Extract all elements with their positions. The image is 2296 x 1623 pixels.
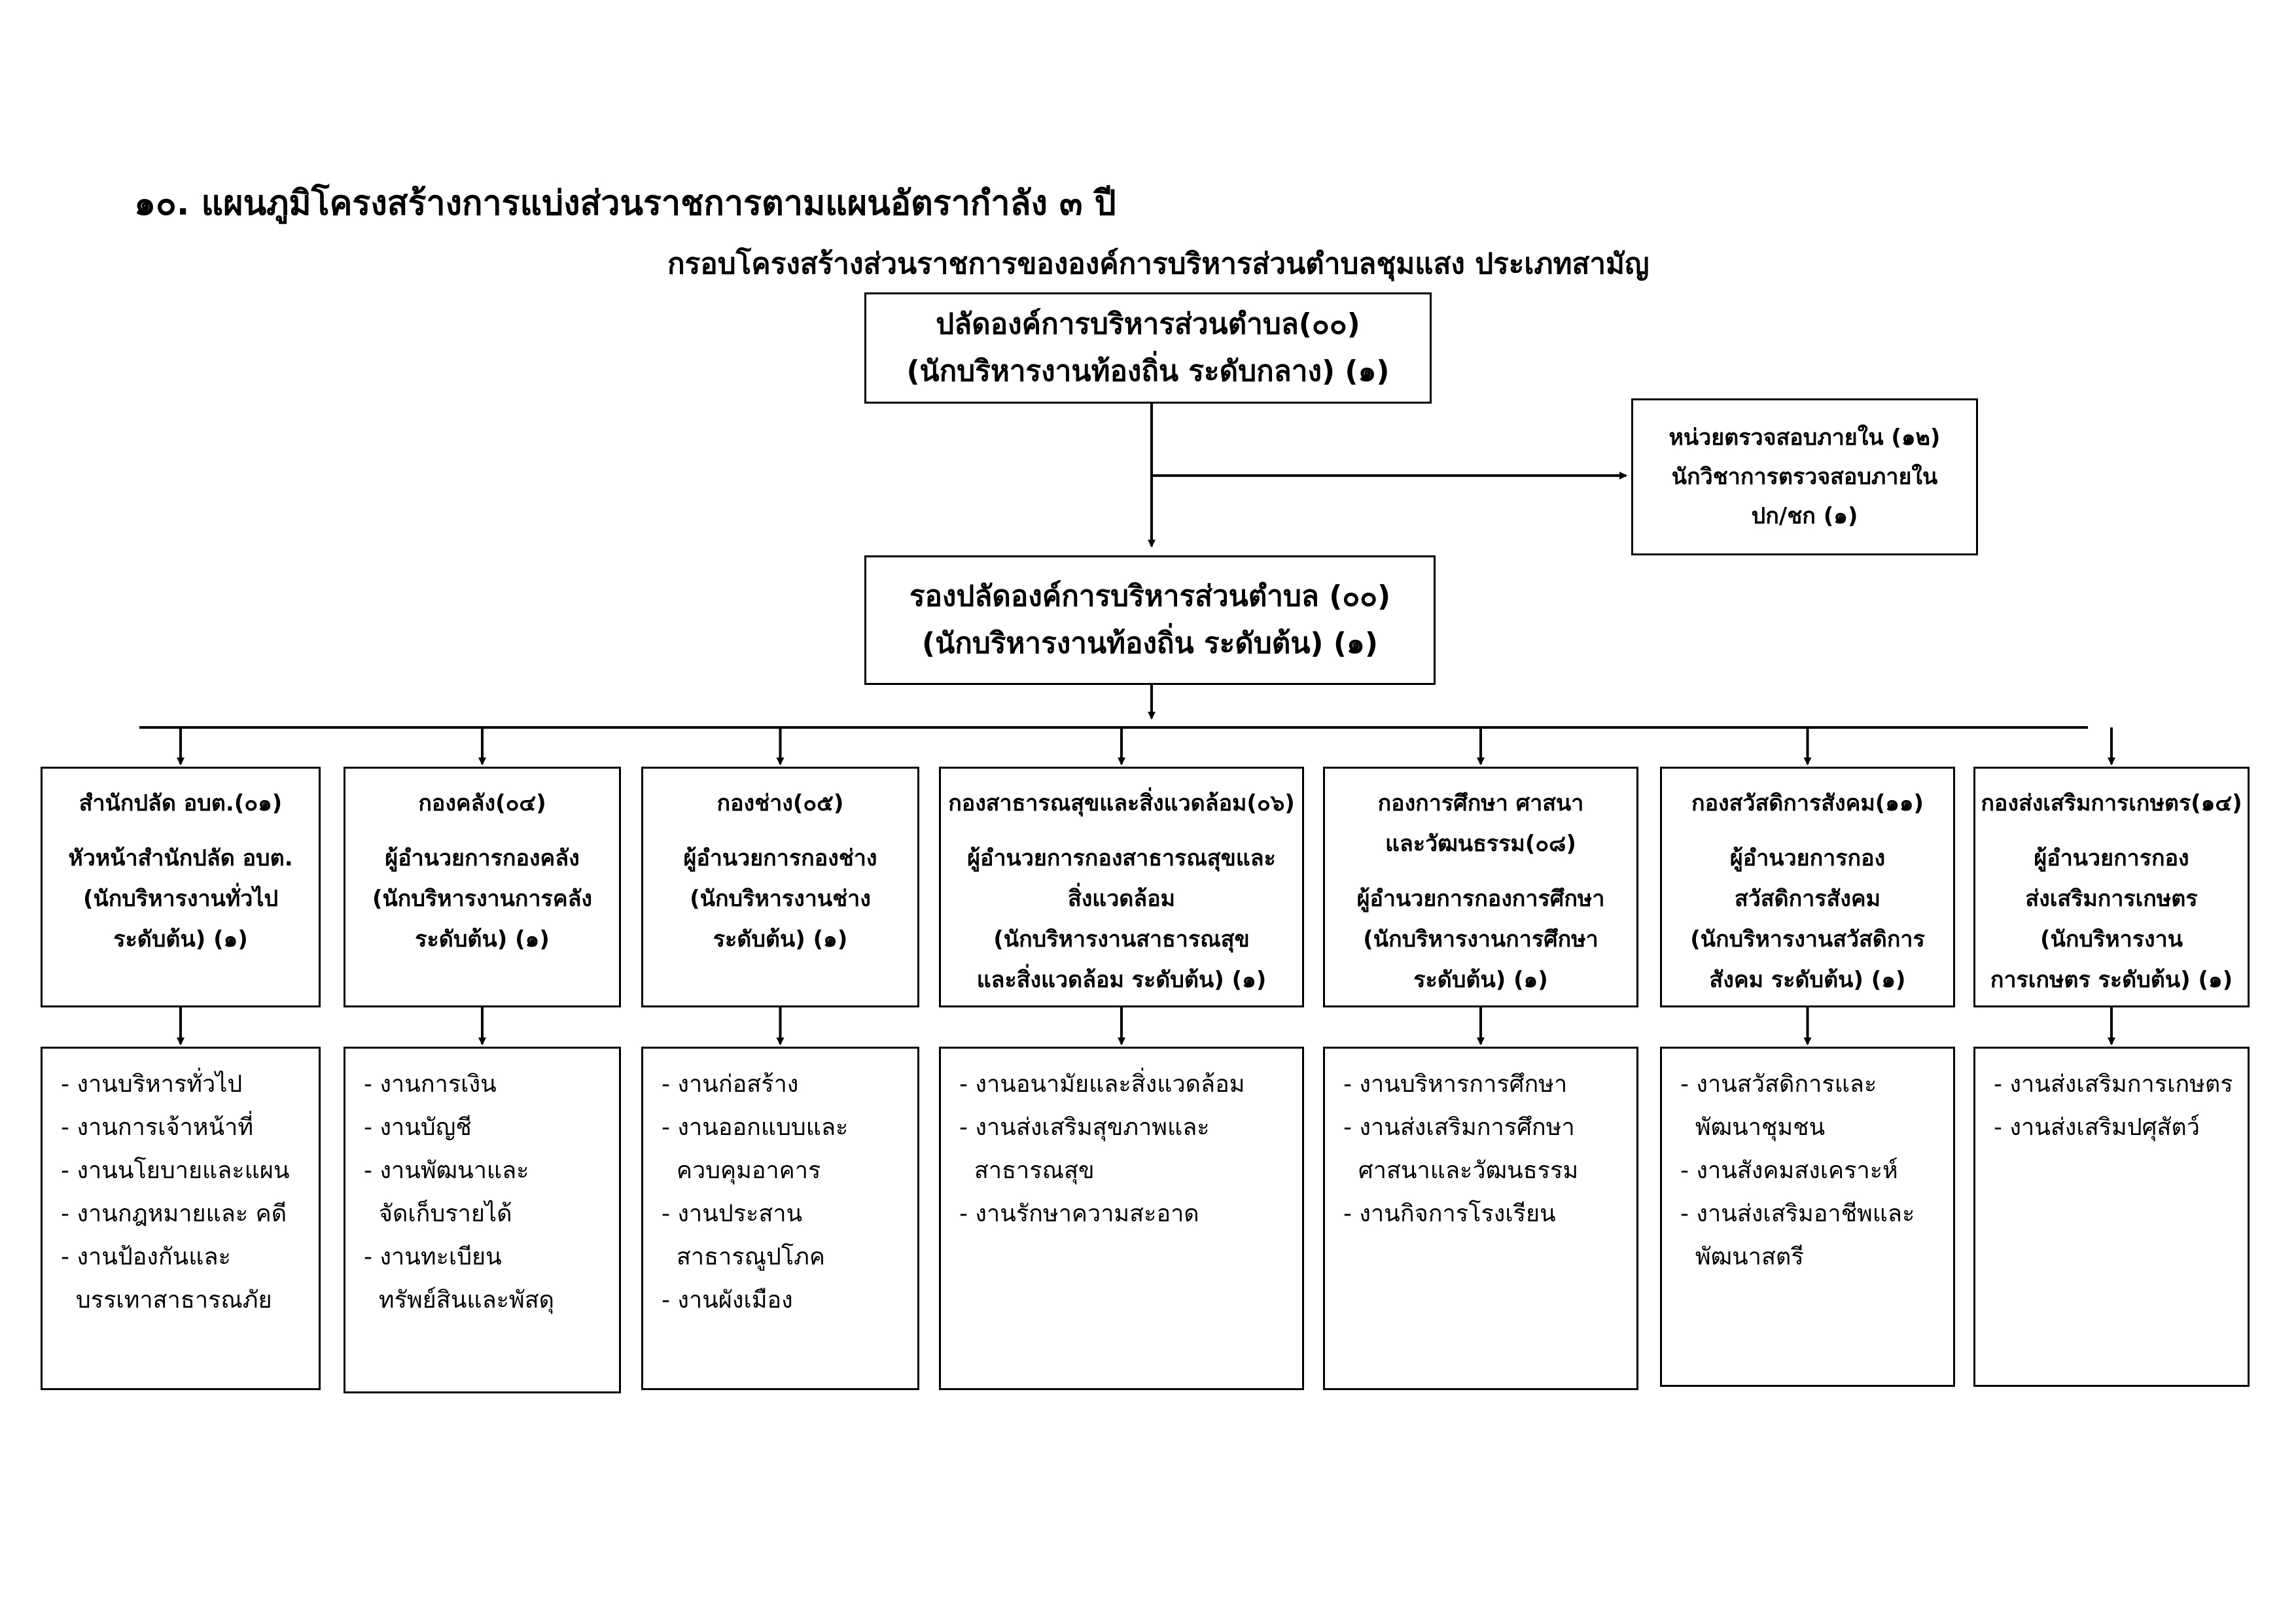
division-name: กองคลัง(๐๔) xyxy=(418,790,546,816)
division-head: ผู้อำนวยการกองสาธารณสุขและ xyxy=(967,845,1276,871)
division-head: สังคม ระดับต้น) (๑) xyxy=(1709,967,1906,993)
task-item: - งานนโยบายและแผน xyxy=(61,1157,290,1184)
division-name: กองส่งเสริมการเกษตร(๑๔) xyxy=(1981,790,2242,816)
division-name: และวัฒนธรรม(๐๘) xyxy=(1385,831,1576,857)
task-item: - งานสังคมสงเคราะห์ xyxy=(1680,1157,1898,1184)
division-head: ส่งเสริมการเกษตร xyxy=(2025,886,2198,912)
task-item: พัฒนาสตรี xyxy=(1680,1244,1804,1270)
division-box: กองส่งเสริมการเกษตร(๑๔) ผู้อำนวยการกองส่ง… xyxy=(1973,767,2250,1007)
spacer xyxy=(941,824,1302,838)
division-box: กองสวัสดิการสังคม(๑๑) ผู้อำนวยการกองสวัสด… xyxy=(1660,767,1955,1007)
task-item: - งานพัฒนาและ xyxy=(364,1157,529,1184)
division-head: ผู้อำนวยการกอง xyxy=(2034,845,2189,871)
task-item: พัฒนาชุมชน xyxy=(1680,1114,1826,1141)
division-name: สำนักปลัด อบต.(๐๑) xyxy=(79,790,283,816)
division-head: ผู้อำนวยการกองช่าง xyxy=(683,845,877,871)
task-item: - งานส่งเสริมอาชีพและ xyxy=(1680,1200,1915,1227)
task-item: - งานส่งเสริมการศึกษา xyxy=(1343,1114,1575,1141)
task-list-box: - งานส่งเสริมการเกษตร - งานส่งเสริมปศุสัต… xyxy=(1973,1047,2250,1387)
division-name: กองสาธารณสุขและสิ่งแวดล้อม(๐๖) xyxy=(948,790,1295,816)
division-box: สำนักปลัด อบต.(๐๑) หัวหน้าสำนักปลัด อบต. (… xyxy=(41,767,321,1007)
division-head: ผู้อำนวยการกองการศึกษา xyxy=(1356,886,1605,912)
task-item: - งานประสาน xyxy=(662,1200,803,1227)
spacer xyxy=(1975,824,2248,838)
top-box: ปลัดองค์การบริหารส่วนตำบล(๐๐) (นักบริหาร… xyxy=(864,292,1432,404)
division-head: (นักบริหารงาน xyxy=(2040,926,2183,952)
task-item: - งานส่งเสริมการเกษตร xyxy=(1994,1071,2233,1098)
division-head: สิ่งแวดล้อม xyxy=(1067,886,1176,912)
audit-box-title: หน่วยตรวจสอบภายใน (๑๒) xyxy=(1669,425,1941,451)
division-head: ระดับต้น) (๑) xyxy=(113,926,248,952)
task-item: ทรัพย์สินและพัสดุ xyxy=(364,1287,555,1314)
page-subtitle: กรอบโครงสร้างส่วนราชการขององค์การบริหารส… xyxy=(667,247,1650,281)
task-item: - งานสวัสดิการและ xyxy=(1680,1071,1877,1098)
task-item: - งานบริหารทั่วไป xyxy=(61,1071,243,1098)
task-item: - งานการเจ้าหน้าที่ xyxy=(61,1114,254,1141)
task-item: - งานป้องกันและ xyxy=(61,1244,231,1270)
division-head: ระดับต้น) (๑) xyxy=(713,926,848,952)
task-item: - งานกฎหมายและ คดี xyxy=(61,1200,287,1227)
task-list-box: - งานก่อสร้าง - งานออกแบบและ ควบคุมอาคาร -… xyxy=(641,1047,919,1390)
spacer xyxy=(43,824,319,838)
task-item: - งานส่งเสริมสุขภาพและ xyxy=(959,1114,1210,1141)
spacer xyxy=(1325,864,1636,879)
task-list-box: - งานบริหารการศึกษา - งานส่งเสริมการศึกษา… xyxy=(1323,1047,1638,1390)
task-item: - งานกิจการโรงเรียน xyxy=(1343,1200,1556,1227)
task-item: - งานการเงิน xyxy=(364,1071,497,1098)
division-name: กองช่าง(๐๕) xyxy=(716,790,844,816)
deputy-box-title: รองปลัดองค์การบริหารส่วนตำบล (๐๐) xyxy=(909,580,1391,613)
task-item: - งานทะเบียน xyxy=(364,1244,502,1270)
division-box: กองช่าง(๐๕) ผู้อำนวยการกองช่าง (นักบริหารง… xyxy=(641,767,919,1007)
spacer xyxy=(643,824,917,838)
division-head: (นักบริหารงานการคลัง xyxy=(372,886,593,912)
division-name: กองสวัสดิการสังคม(๑๑) xyxy=(1691,790,1924,816)
division-head: ผู้อำนวยการกองคลัง xyxy=(385,845,580,871)
task-item: - งานบริหารการศึกษา xyxy=(1343,1071,1568,1098)
task-list-box: - งานบริหารทั่วไป - งานการเจ้าหน้าที่ - งา… xyxy=(41,1047,321,1390)
top-box-position: (นักบริหารงานท้องถิ่น ระดับกลาง) (๑) xyxy=(906,355,1390,388)
task-item: - งานรักษาความสะอาด xyxy=(959,1200,1199,1227)
audit-box-level: ปก/ชก (๑) xyxy=(1751,503,1858,529)
task-item: - งานส่งเสริมปศุสัตว์ xyxy=(1994,1114,2200,1141)
spacer xyxy=(345,824,619,838)
task-item: - งานออกแบบและ xyxy=(662,1114,849,1141)
audit-box: หน่วยตรวจสอบภายใน (๑๒) นักวิชาการตรวจสอบ… xyxy=(1631,398,1978,555)
task-item: จัดเก็บรายได้ xyxy=(364,1200,512,1227)
division-head: (นักบริหารงานทั่วไป xyxy=(82,886,279,912)
division-head: (นักบริหารงานช่าง xyxy=(690,886,871,912)
division-head: และสิ่งแวดล้อม ระดับต้น) (๑) xyxy=(976,967,1267,993)
division-head: (นักบริหารงานสวัสดิการ xyxy=(1690,926,1925,952)
division-head: หัวหน้าสำนักปลัด อบต. xyxy=(68,845,293,871)
task-list-box: - งานสวัสดิการและ พัฒนาชุมชน - งานสังคมสง… xyxy=(1660,1047,1955,1387)
top-box-title: ปลัดองค์การบริหารส่วนตำบล(๐๐) xyxy=(936,307,1360,341)
division-head: สวัสดิการสังคม xyxy=(1734,886,1881,912)
page-title: ๑๐. แผนภูมิโครงสร้างการแบ่งส่วนราชการตาม… xyxy=(134,184,1116,223)
task-item: - งานบัญชี xyxy=(364,1114,472,1141)
division-box: กองการศึกษา ศาสนาและวัฒนธรรม(๐๘) ผู้อำนวย… xyxy=(1323,767,1638,1007)
audit-box-position: นักวิชาการตรวจสอบภายใน xyxy=(1671,464,1938,490)
division-head: ระดับต้น) (๑) xyxy=(1413,967,1548,993)
division-box: กองสาธารณสุขและสิ่งแวดล้อม(๐๖) ผู้อำนวยกา… xyxy=(939,767,1304,1007)
division-head: ผู้อำนวยการกอง xyxy=(1729,845,1886,871)
task-list-box: - งานอนามัยและสิ่งแวดล้อม - งานส่งเสริมสุ… xyxy=(939,1047,1304,1390)
task-item: ควบคุมอาคาร xyxy=(662,1157,821,1184)
task-list-box: - งานการเงิน - งานบัญชี - งานพัฒนาและ จัดเ… xyxy=(344,1047,621,1393)
division-head: การเกษตร ระดับต้น) (๑) xyxy=(1990,967,2233,993)
division-head: (นักบริหารงานสาธารณสุข xyxy=(993,926,1250,952)
task-item: - งานผังเมือง xyxy=(662,1287,793,1314)
division-head: ระดับต้น) (๑) xyxy=(415,926,550,952)
task-item: - งานก่อสร้าง xyxy=(662,1071,799,1098)
division-box: กองคลัง(๐๔) ผู้อำนวยการกองคลัง (นักบริหารง… xyxy=(344,767,621,1007)
task-item: บรรเทาสาธารณภัย xyxy=(61,1287,272,1314)
deputy-box: รองปลัดองค์การบริหารส่วนตำบล (๐๐) (นักบร… xyxy=(864,555,1436,685)
division-head: (นักบริหารงานการศึกษา xyxy=(1363,926,1598,952)
division-name: กองการศึกษา ศาสนา xyxy=(1377,790,1584,816)
spacer xyxy=(1662,824,1953,838)
deputy-box-position: (นักบริหารงานท้องถิ่น ระดับต้น) (๑) xyxy=(922,627,1378,660)
task-item: ศาสนาและวัฒนธรรม xyxy=(1343,1157,1579,1184)
task-item: สาธารณูปโภค xyxy=(662,1244,825,1270)
task-item: สาธารณสุข xyxy=(959,1157,1095,1184)
task-item: - งานอนามัยและสิ่งแวดล้อม xyxy=(959,1071,1245,1098)
